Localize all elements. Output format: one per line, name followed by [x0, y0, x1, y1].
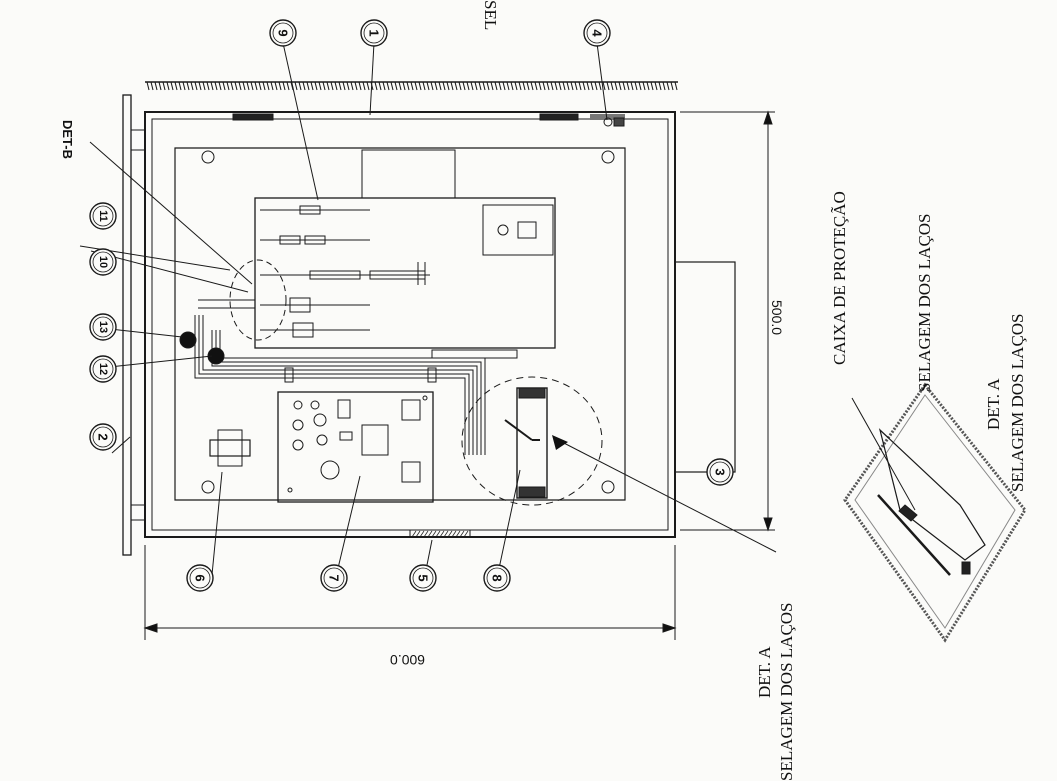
- callout-label: 4: [590, 29, 605, 37]
- callout-6: 6: [186, 564, 214, 592]
- callout-8: 8: [483, 564, 511, 592]
- callout-label: 8: [490, 574, 505, 581]
- detail-a-drawing: [843, 382, 1027, 643]
- callout-label: 13: [97, 321, 109, 333]
- det-a-lower-line2: SELAGEM DOS LAÇOS: [777, 602, 796, 781]
- callout-label: 1: [367, 29, 382, 36]
- callout-2: 2: [89, 423, 117, 451]
- callout-label: 7: [327, 574, 342, 581]
- callout-label: 10: [97, 256, 109, 268]
- det-a-circle: [461, 376, 603, 506]
- callout-label: 9: [276, 29, 291, 36]
- callout-3: 3: [706, 458, 734, 486]
- callout-label: 12: [97, 363, 109, 375]
- loop-terminal: [516, 387, 548, 499]
- callout-label: 3: [713, 468, 728, 475]
- cabinet-inner: [151, 118, 669, 531]
- rail-mark-left: [232, 113, 274, 121]
- callout-label: 11: [97, 210, 109, 222]
- callout-9: 9: [269, 19, 297, 47]
- dim-500: [680, 110, 775, 532]
- callout-12: 12: [89, 355, 117, 383]
- callout-10: 10: [89, 248, 117, 276]
- det-b-label: DET-B: [60, 120, 75, 159]
- power-board: [277, 391, 434, 503]
- callout-5: 5: [409, 564, 437, 592]
- dim-600-label: 600.0: [390, 652, 426, 668]
- cable-harness: [194, 299, 486, 455]
- transformer: [209, 439, 251, 457]
- callout-label: 2: [96, 433, 111, 440]
- caixa-label: CAIXA DE PROTEÇÃO: [830, 191, 849, 365]
- callout-4: 4: [583, 19, 611, 47]
- top-hatch: [145, 81, 678, 91]
- rail-mark-right: [539, 113, 579, 121]
- callout-7: 7: [320, 564, 348, 592]
- side-box: [674, 261, 736, 473]
- callout-label: 5: [416, 574, 431, 581]
- mounting-plate: [174, 147, 626, 501]
- det-a-right-line1: DET. A: [984, 378, 1003, 430]
- selagem-side-label: SELAGEM DOS LAÇOS: [915, 213, 934, 392]
- callout-label: 6: [193, 574, 208, 581]
- side-flange: [122, 94, 132, 556]
- dim-600: [143, 545, 677, 640]
- main-board: [254, 197, 556, 349]
- callout-13: 13: [89, 313, 117, 341]
- det-a-right-line2: SELAGEM DOS LAÇOS: [1008, 313, 1027, 492]
- callout-1: 1: [360, 19, 388, 47]
- dim-500-label: 500.0: [769, 300, 785, 336]
- grommet-13: [179, 331, 197, 349]
- det-b-circle: [229, 259, 287, 341]
- leader-lines: [79, 42, 777, 586]
- det-a-lower-line1: DET. A: [755, 646, 774, 698]
- callout-11: 11: [89, 202, 117, 230]
- upper-box: [361, 149, 456, 199]
- cut-label: SEL: [481, 0, 500, 31]
- cabinet-outer: [144, 111, 676, 538]
